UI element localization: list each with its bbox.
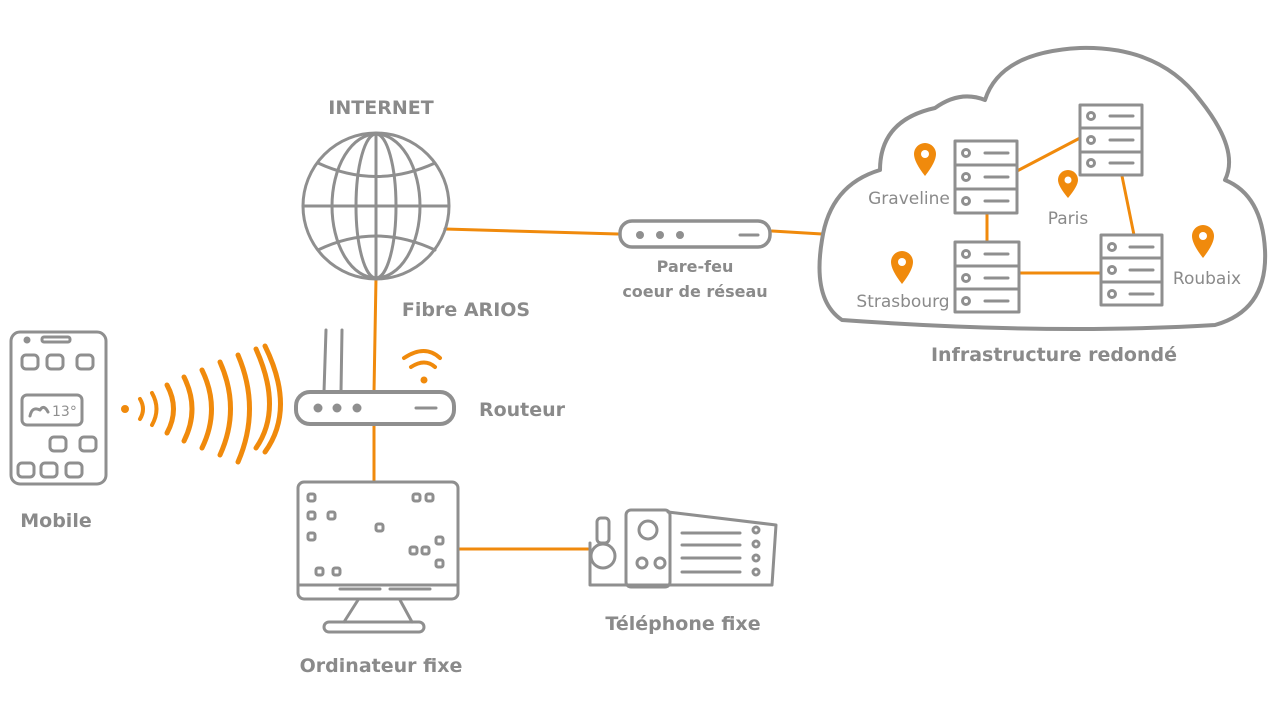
server-paris-icon [1078, 103, 1144, 177]
internet-label: INTERNET [328, 97, 433, 119]
computer-label: Ordinateur fixe [300, 655, 463, 677]
link-firewall-cloud [770, 229, 824, 236]
phone-label: Téléphone fixe [605, 613, 760, 635]
internet-node: INTERNET [301, 97, 451, 281]
datacenter-label-paris: Paris [1048, 209, 1089, 229]
wifi-icon [402, 349, 442, 384]
location-pin-graveline-icon [914, 143, 936, 176]
fibre-label: Fibre ARIOS [402, 299, 530, 321]
server-strasbourg-icon [953, 240, 1021, 314]
wireless-signal-icon [121, 343, 283, 465]
firewall-node: Pare-feu coeur de réseau [618, 219, 772, 301]
link-graveline-paris [1015, 136, 1082, 173]
router-node: Routeur [294, 328, 566, 426]
mobile-node: 13° Mobile [9, 330, 108, 532]
firewall-label-line1: Pare-feu [657, 257, 734, 276]
computer-node: Ordinateur fixe [296, 480, 463, 677]
datacenter-label-roubaix: Roubaix [1173, 269, 1241, 289]
location-pin-roubaix-icon [1192, 225, 1214, 258]
desk-phone-icon [588, 508, 778, 589]
link-internet-firewall [443, 227, 620, 236]
cloud-icon [817, 45, 1268, 331]
location-pin-paris-icon [1058, 170, 1078, 198]
router-label: Routeur [479, 399, 566, 421]
firewall-box-icon [618, 219, 772, 249]
link-internet-router [372, 276, 378, 394]
phone-node: Téléphone fixe [588, 508, 778, 635]
cloud-node: Graveline Paris Strasbourg Roubaix Infra… [817, 45, 1268, 366]
desktop-monitor-icon [296, 480, 460, 634]
router-icon [294, 328, 456, 426]
link-paris-roubaix [1120, 174, 1136, 237]
connections [372, 227, 824, 551]
mobile-weather-text: 13° [52, 404, 77, 420]
firewall-label-line2: coeur de réseau [622, 282, 767, 301]
location-pin-strasbourg-icon [891, 251, 913, 284]
datacenter-label-graveline: Graveline [868, 189, 950, 209]
smartphone-icon [9, 330, 108, 486]
datacenter-label-strasbourg: Strasbourg [856, 292, 949, 312]
mobile-label: Mobile [20, 510, 91, 532]
server-graveline-icon [953, 139, 1019, 215]
cloud-label: Infrastructure redondé [931, 344, 1177, 366]
globe-icon [301, 131, 451, 281]
server-roubaix-icon [1099, 233, 1164, 307]
